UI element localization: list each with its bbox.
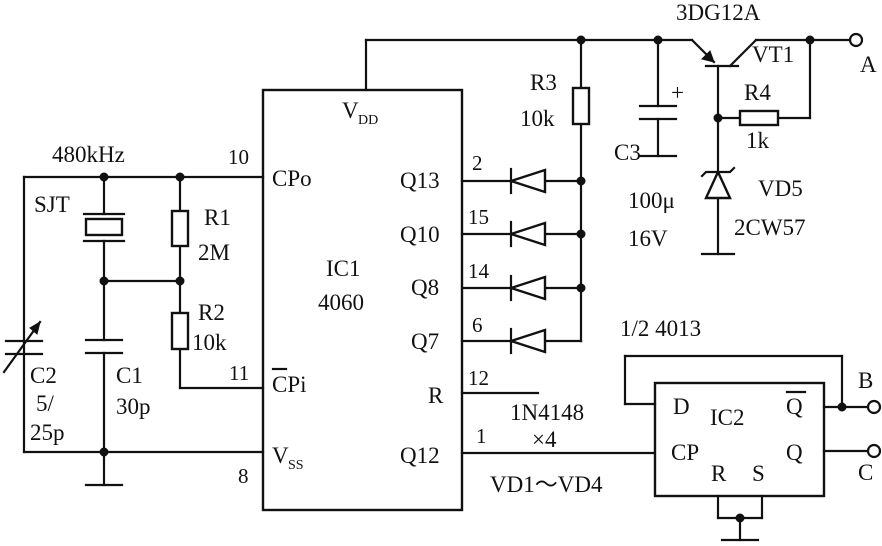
terminal-c-label: C	[858, 460, 873, 485]
ic1-vss-label: V	[272, 443, 289, 468]
terminal-a-label: A	[860, 52, 877, 77]
crystal-label: SJT	[34, 192, 70, 217]
variable-capacitor-c2	[2, 320, 44, 374]
transistor-vt1	[690, 35, 850, 256]
ic2-cp-label: CP	[671, 440, 699, 465]
zener-diode-vd5	[700, 166, 736, 200]
ic1-q12-label: Q12	[400, 443, 440, 468]
r2-name: R2	[198, 300, 225, 325]
ic1-cpo-label: CPo	[272, 166, 312, 191]
ic1-q7-label: Q7	[411, 329, 439, 354]
c3-polarity: +	[671, 80, 684, 105]
vd5-part: 2CW57	[734, 215, 806, 240]
ic1-vdd-label: V	[342, 98, 359, 123]
ic1-q13-pin-number: 2	[472, 151, 483, 175]
ic1-body	[261, 88, 464, 512]
resistor-r1	[170, 209, 190, 248]
resistor-r4	[738, 109, 780, 127]
diode-multiplier: ×4	[532, 427, 557, 452]
diode-vd2	[460, 220, 583, 248]
resistor-r3	[571, 86, 591, 126]
transistor-name: VT1	[752, 42, 794, 67]
oscillator-wiring	[22, 172, 265, 487]
r1-name: R1	[204, 205, 231, 230]
ic1-part: 4060	[318, 290, 364, 315]
c3-value: 100μ	[628, 188, 675, 213]
ic2-q-label: Q	[786, 440, 803, 465]
ic2-qbar-label: Q	[786, 394, 803, 419]
diode-vd3	[460, 274, 583, 302]
r2-value: 10k	[192, 330, 227, 355]
ic1-cpo-pin-number: 10	[228, 145, 249, 169]
ic1-q12-pin-number: 1	[476, 424, 487, 448]
diode-part-label: 1N4148	[510, 400, 584, 425]
diode-range-label: VD1～VD4	[490, 472, 603, 497]
terminal-c[interactable]	[866, 443, 882, 459]
crystal-frequency-label: 480kHz	[52, 142, 125, 167]
vd5-name: VD5	[758, 176, 803, 201]
r3-value: 10k	[520, 106, 555, 131]
ic1-reset-label: R	[428, 383, 444, 408]
terminal-b-label: B	[858, 368, 873, 393]
ic2-s-label: S	[752, 461, 765, 486]
ic2-body	[653, 381, 826, 498]
transistor-part: 3DG12A	[676, 0, 761, 25]
resistor-r2	[170, 311, 190, 351]
ic1-q8-label: Q8	[411, 275, 439, 300]
c2-name: C2	[30, 363, 57, 388]
c1-name: C1	[116, 363, 143, 388]
ic2-part: 1/2 4013	[620, 316, 701, 341]
c2-value-line1: 5/	[36, 391, 55, 416]
ic1-name: IC1	[326, 256, 361, 281]
r3-name: R3	[530, 70, 557, 95]
ic2-r-label: R	[711, 461, 727, 486]
diode-vd1	[460, 167, 583, 195]
capacitor-c1	[84, 338, 124, 355]
r4-name: R4	[744, 80, 771, 105]
diode-vd4	[460, 327, 583, 355]
ic2-d-label: D	[673, 394, 690, 419]
c3-name: C3	[614, 140, 641, 165]
ic1-q13-label: Q13	[400, 168, 440, 193]
terminal-a[interactable]	[848, 32, 864, 48]
ic1-vss-subscript: SS	[288, 458, 304, 473]
ic1-cpi-pin-number: 11	[229, 361, 249, 385]
ic1-q8-pin-number: 14	[468, 259, 490, 283]
c1-value: 30p	[116, 394, 151, 419]
ic1-reset-pin-number: 12	[468, 366, 489, 390]
ic2-wiring	[623, 354, 870, 542]
ic1-vss-pin-number: 8	[238, 464, 249, 488]
crystal-sjt	[82, 212, 126, 243]
r4-value: 1k	[746, 128, 770, 153]
ic1-q10-pin-number: 15	[468, 205, 489, 229]
c3-voltage: 16V	[628, 226, 668, 251]
ic1-q7-pin-number: 6	[472, 313, 483, 337]
terminal-b[interactable]	[866, 399, 882, 415]
r1-value: 2M	[198, 240, 230, 265]
ic2-name: IC2	[710, 405, 745, 430]
ic1-vdd-subscript: DD	[358, 113, 378, 128]
ic1-cpi-label: CPi	[272, 372, 307, 397]
capacitor-c3	[638, 38, 678, 158]
c2-value-line2: 25p	[30, 420, 65, 445]
ic1-q10-label: Q10	[400, 222, 440, 247]
